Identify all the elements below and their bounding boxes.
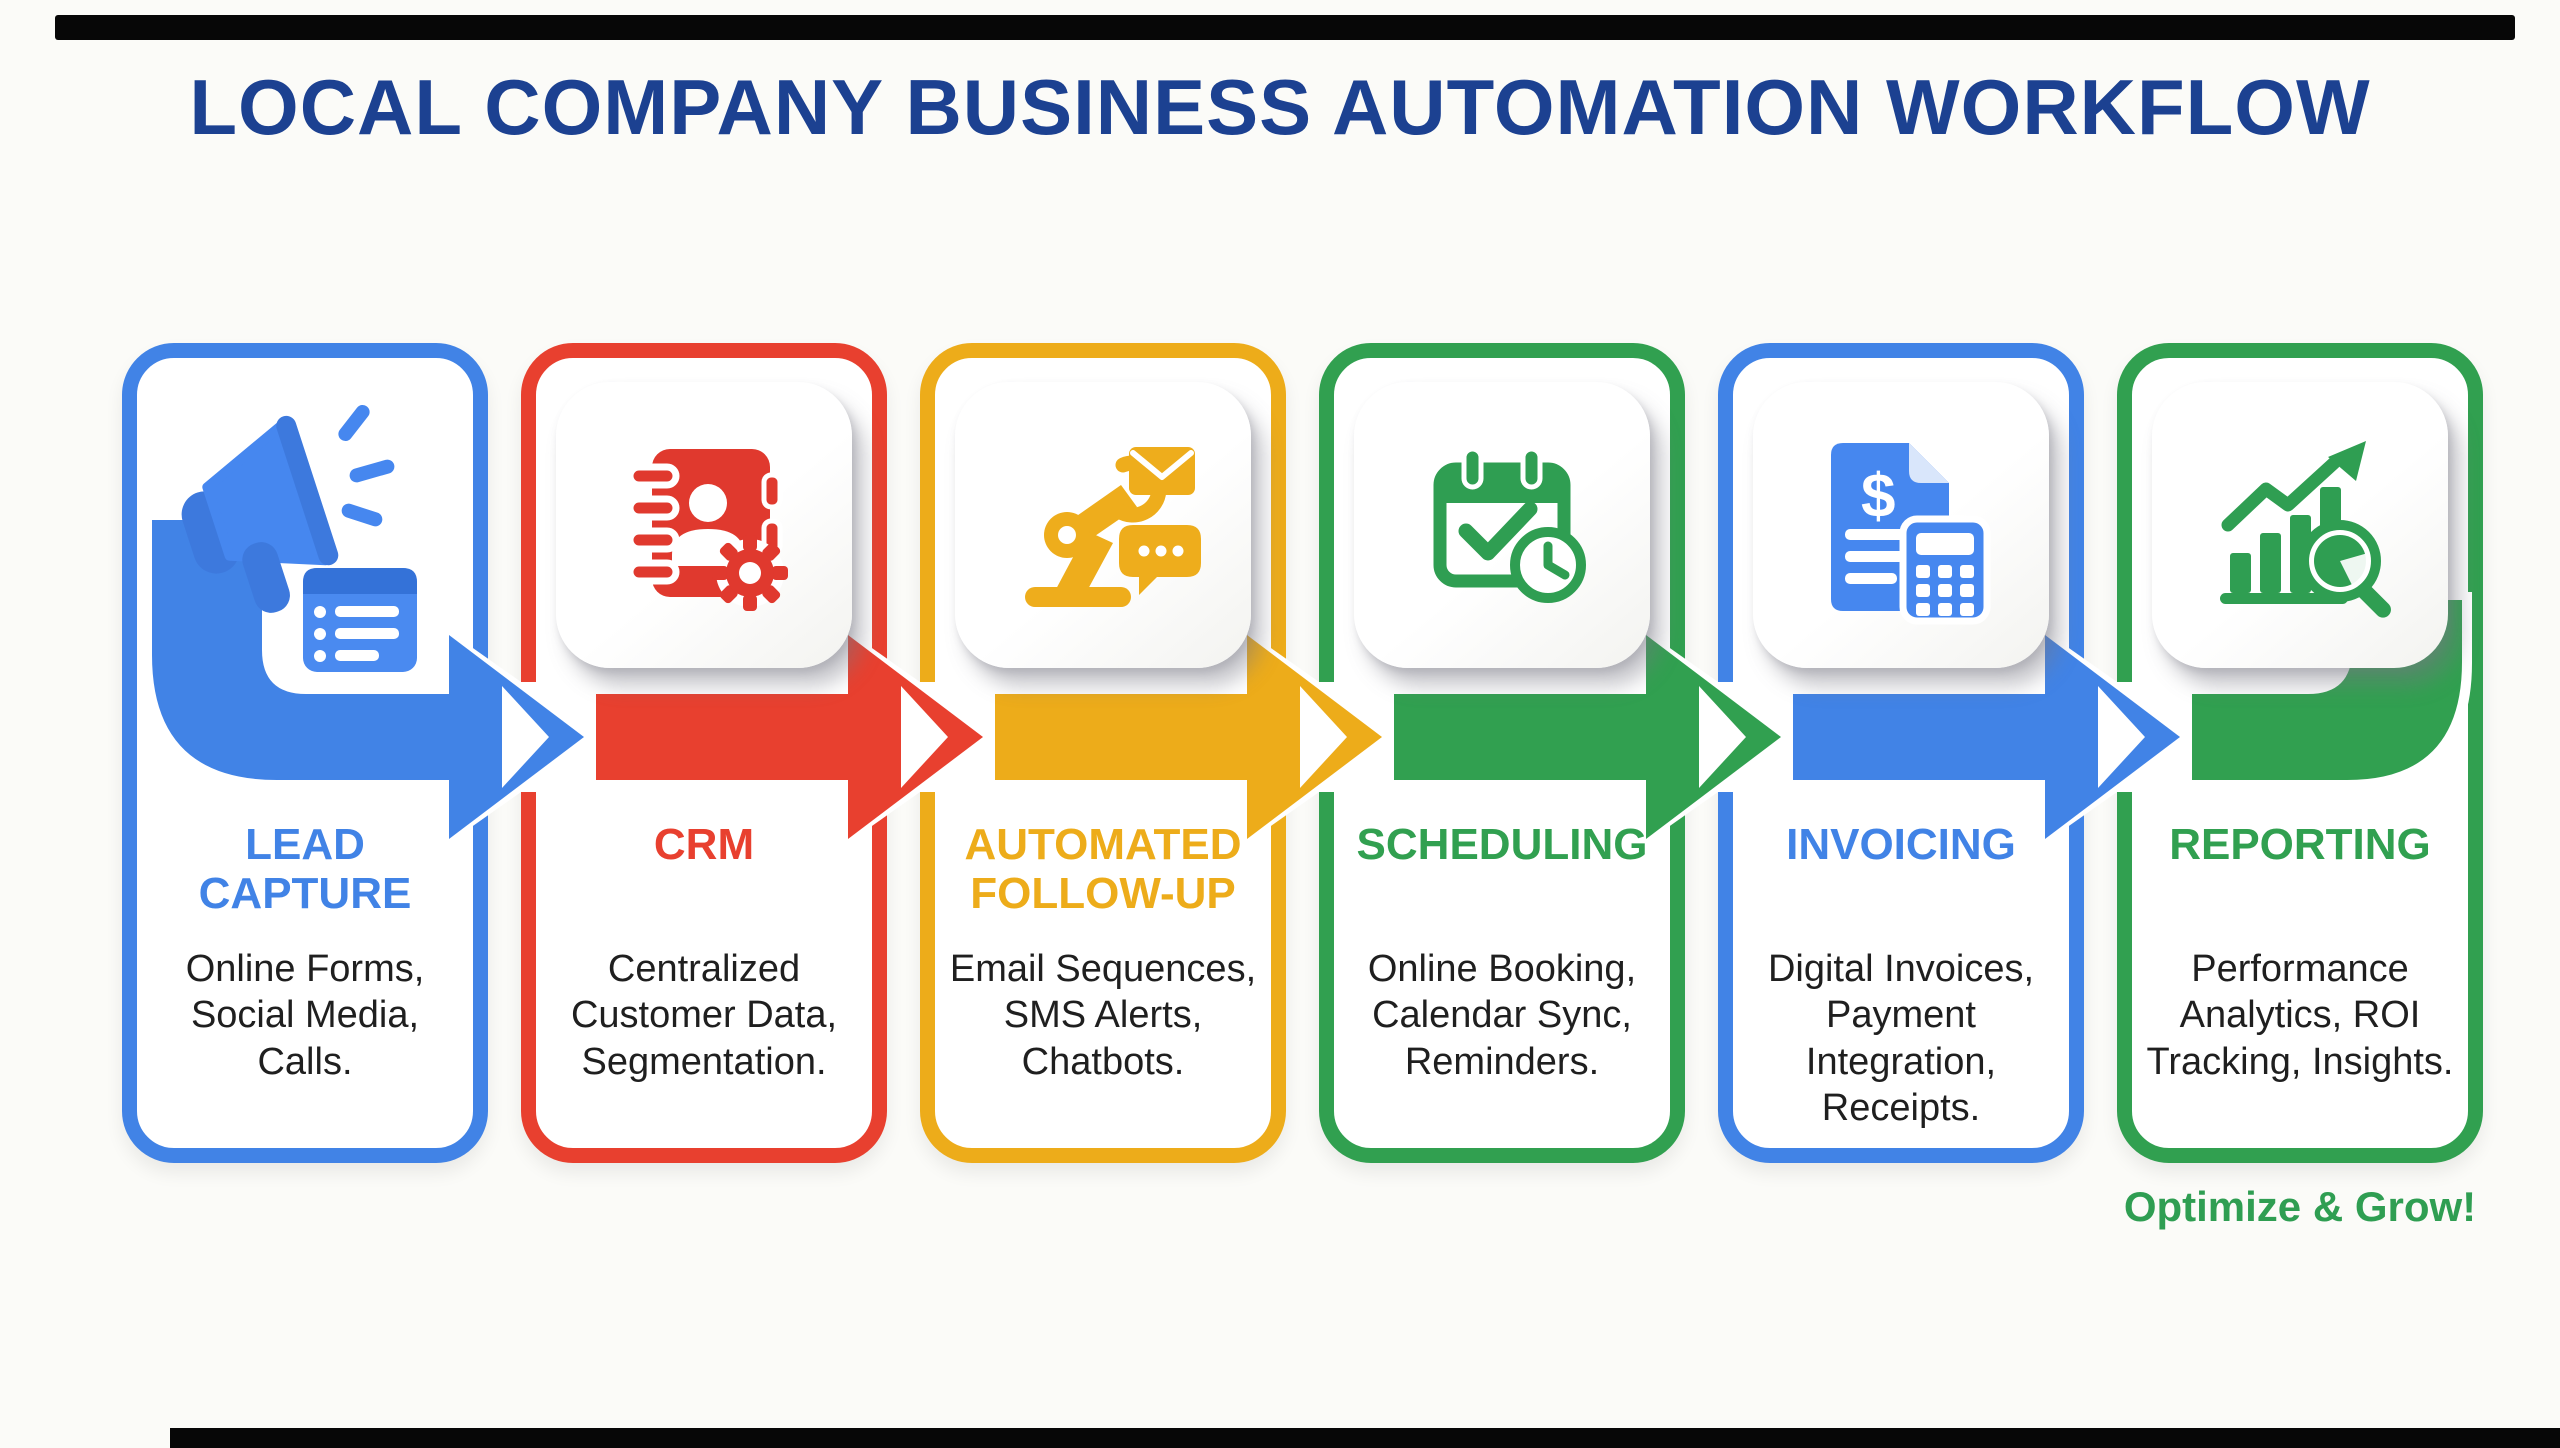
step-title: LEAD CAPTURE (198, 820, 412, 919)
footer-note: Optimize & Grow! (2123, 1183, 2477, 1230)
calendar-check-clock-icon (1433, 446, 1586, 603)
step-description: Email Sequences, SMS Alerts, Chatbots. (949, 948, 1257, 1083)
invoice-dollar-glyph: $ (1861, 462, 1895, 531)
page-title: LOCAL COMPANY BUSINESS AUTOMATION WORKFL… (189, 63, 2371, 151)
form-list-icon (303, 568, 417, 672)
robot-arm-messaging-icon (1025, 447, 1201, 607)
icon-tile (2152, 382, 2448, 668)
step-description: Online Booking, Calendar Sync, Reminders… (1367, 948, 1637, 1083)
icon-tile (955, 382, 1251, 668)
step-card-crm: CRM Centralized Customer Data, Segmentat… (521, 343, 887, 1163)
contact-book-gear-icon (626, 449, 788, 611)
step-card-scheduling: SCHEDULING Online Booking, Calendar Sync… (1319, 343, 1685, 1163)
step-description: Performance Analytics, ROI Tracking, Ins… (2146, 948, 2454, 1083)
step-description: Online Forms, Social Media, Calls. (185, 948, 425, 1083)
bottom-black-bar (170, 1428, 2560, 1448)
top-black-bar (55, 15, 2515, 40)
invoice-calculator-icon: $ (1831, 443, 1991, 625)
analytics-magnifier-icon (2220, 441, 2391, 618)
step-title: CRM (653, 820, 755, 869)
icon-tile: $ (1753, 382, 2049, 668)
icon-tile (1354, 382, 1650, 668)
step-title: SCHEDULING (1356, 820, 1648, 869)
step-card-reporting: REPORTING Performance Analytics, ROI Tra… (2117, 343, 2483, 1163)
step-card-lead-capture: LEAD CAPTURE Online Forms, Social Media,… (122, 343, 488, 1163)
icon-tile (556, 382, 852, 668)
step-card-invoicing: $ INVOICING Digital Invoices, Payment In… (1718, 343, 2084, 1163)
step-description: Digital Invoices, Payment Integration, R… (1767, 948, 2035, 1130)
step-title: REPORTING (2169, 820, 2431, 869)
step-title: AUTOMATED FOLLOW-UP (964, 820, 1242, 919)
step-card-automated-follow-up: AUTOMATED FOLLOW-UP Email Sequences, SMS… (920, 343, 1286, 1163)
step-title: INVOICING (1786, 820, 2016, 869)
step-description: Centralized Customer Data, Segmentation. (570, 948, 838, 1083)
